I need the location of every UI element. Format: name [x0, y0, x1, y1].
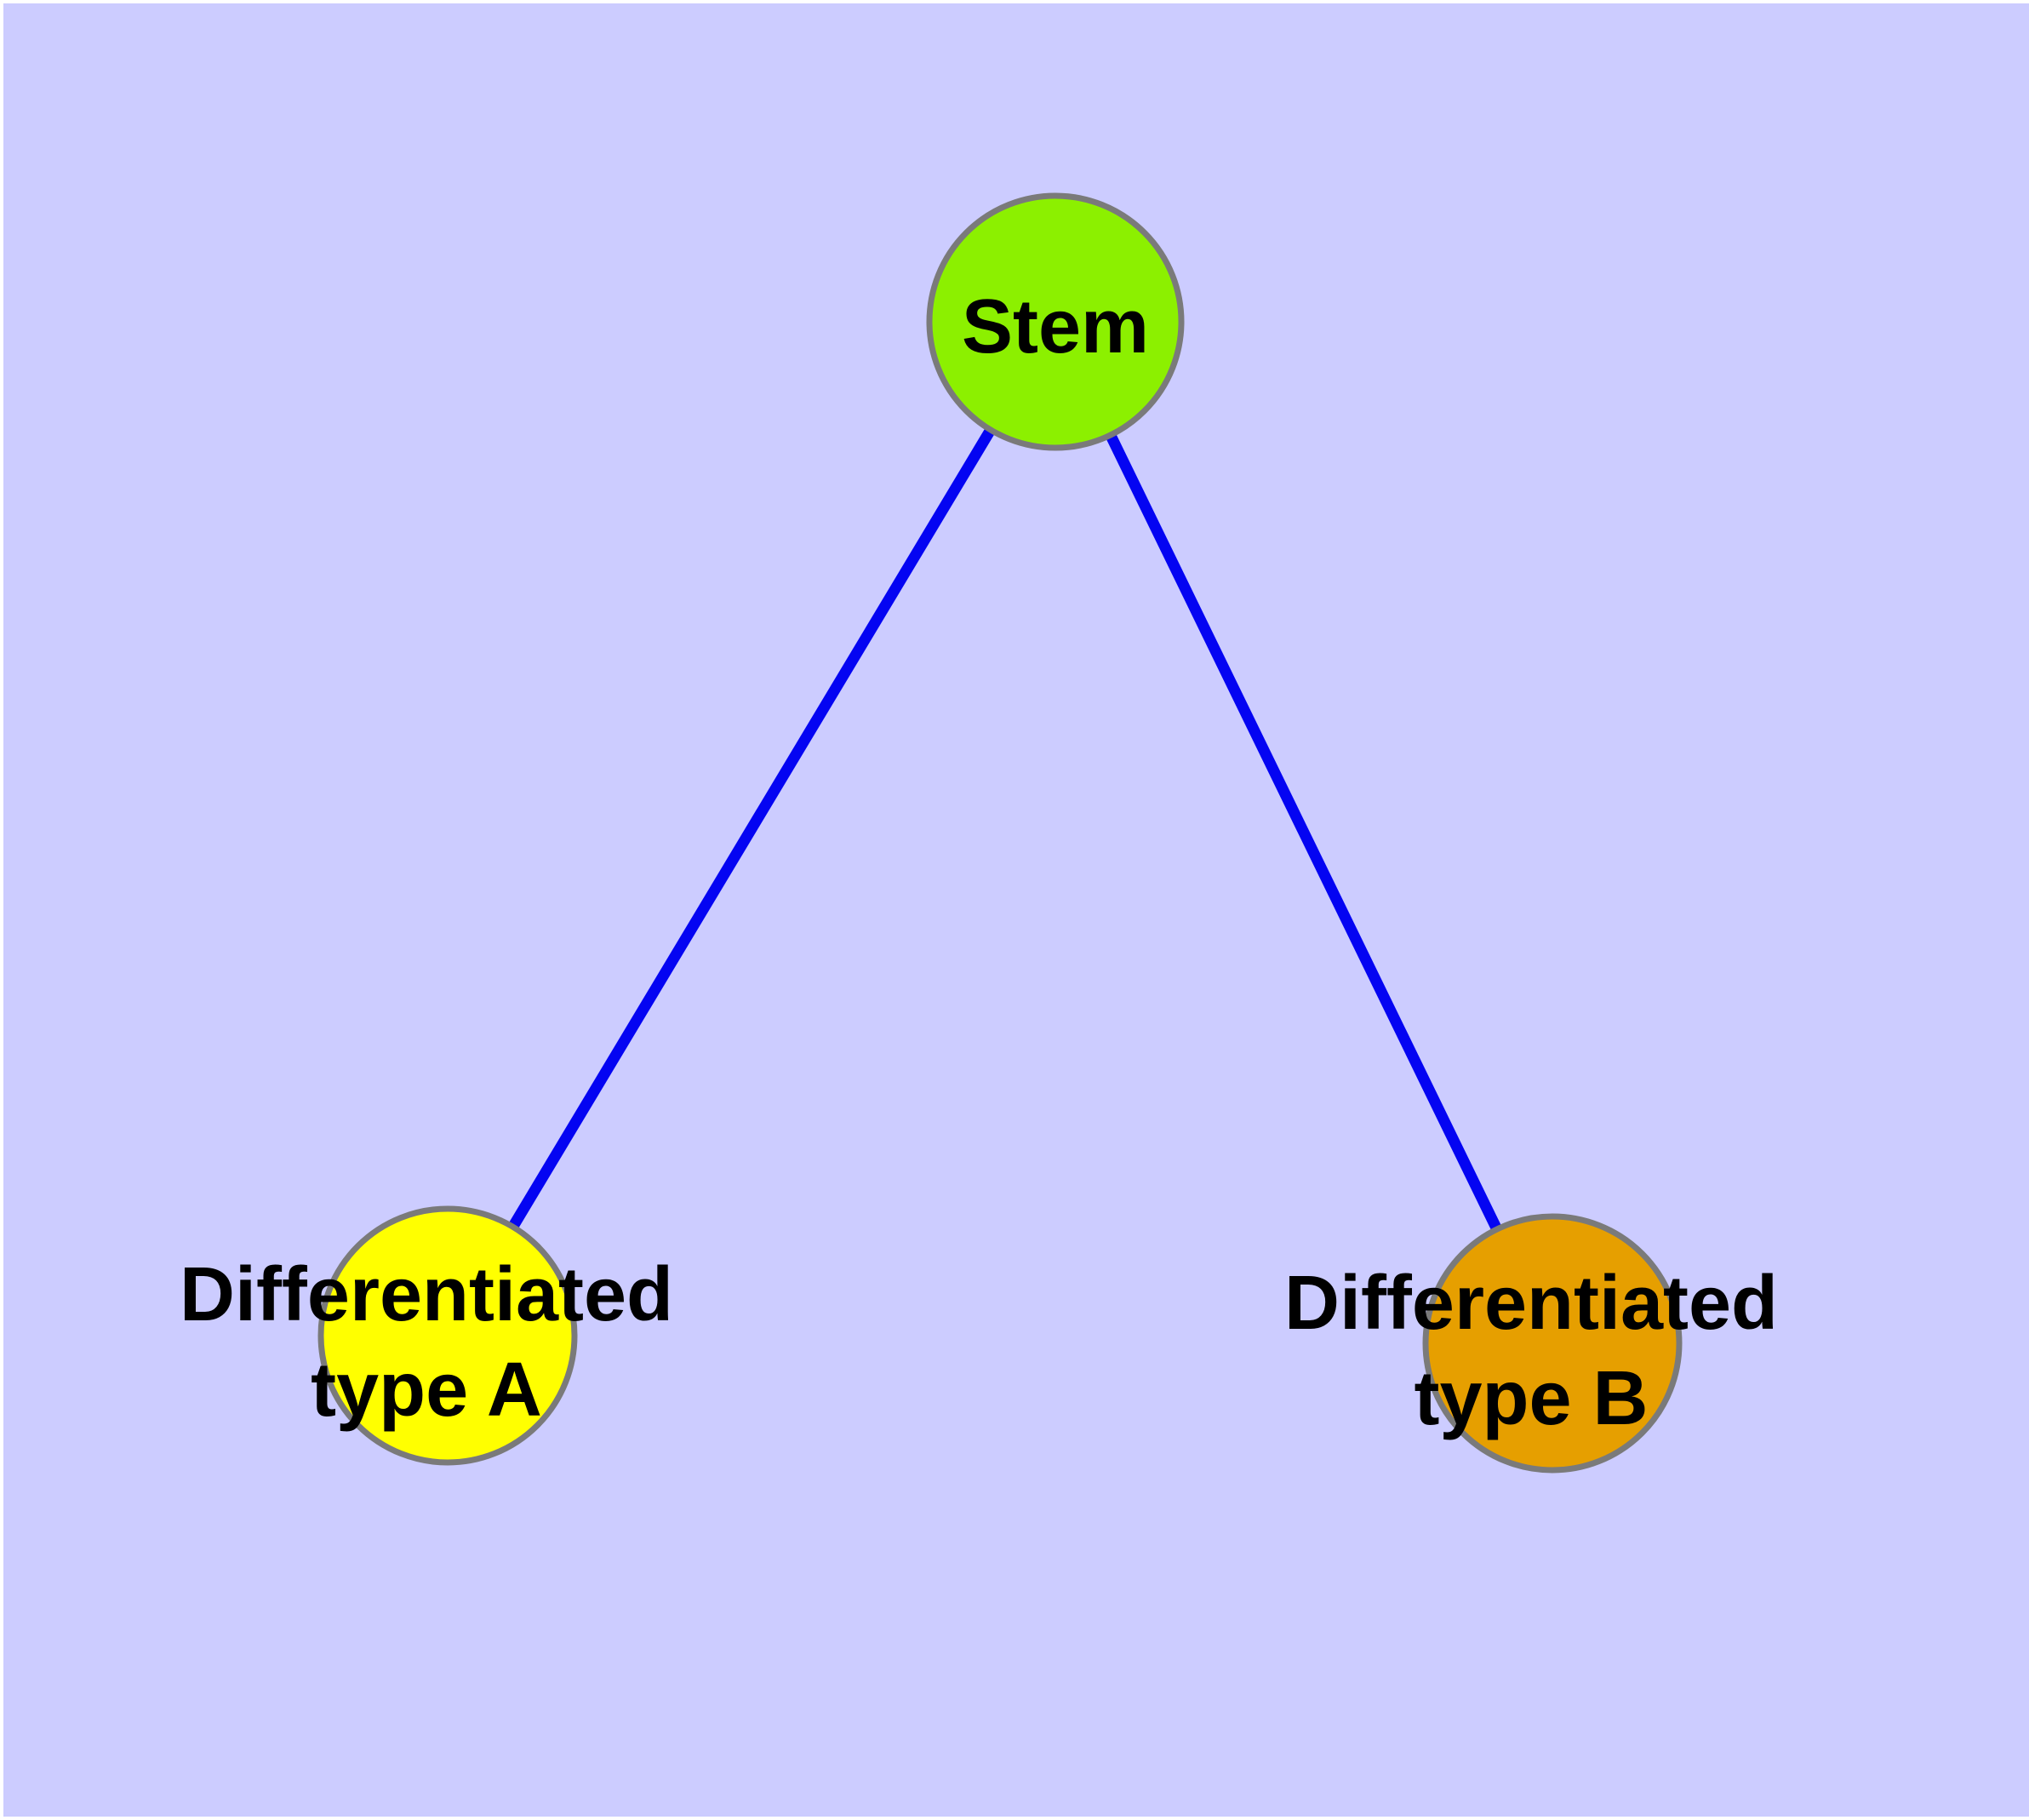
node-label-typeB-line1: Differentiated	[1284, 1261, 1778, 1346]
node-label-stem-line1: Stem	[962, 284, 1149, 369]
edge-stem-typeB	[1050, 319, 1557, 1346]
node-stem	[926, 192, 1185, 451]
node-typeB	[1422, 1213, 1683, 1474]
node-typeA	[317, 1205, 578, 1466]
node-label-typeA-line2: type A	[311, 1348, 542, 1433]
node-label-typeB-line2: type B	[1414, 1356, 1648, 1441]
node-label-typeA-line1: Differentiated	[180, 1252, 673, 1337]
edge-stem-typeA	[443, 318, 1060, 1339]
